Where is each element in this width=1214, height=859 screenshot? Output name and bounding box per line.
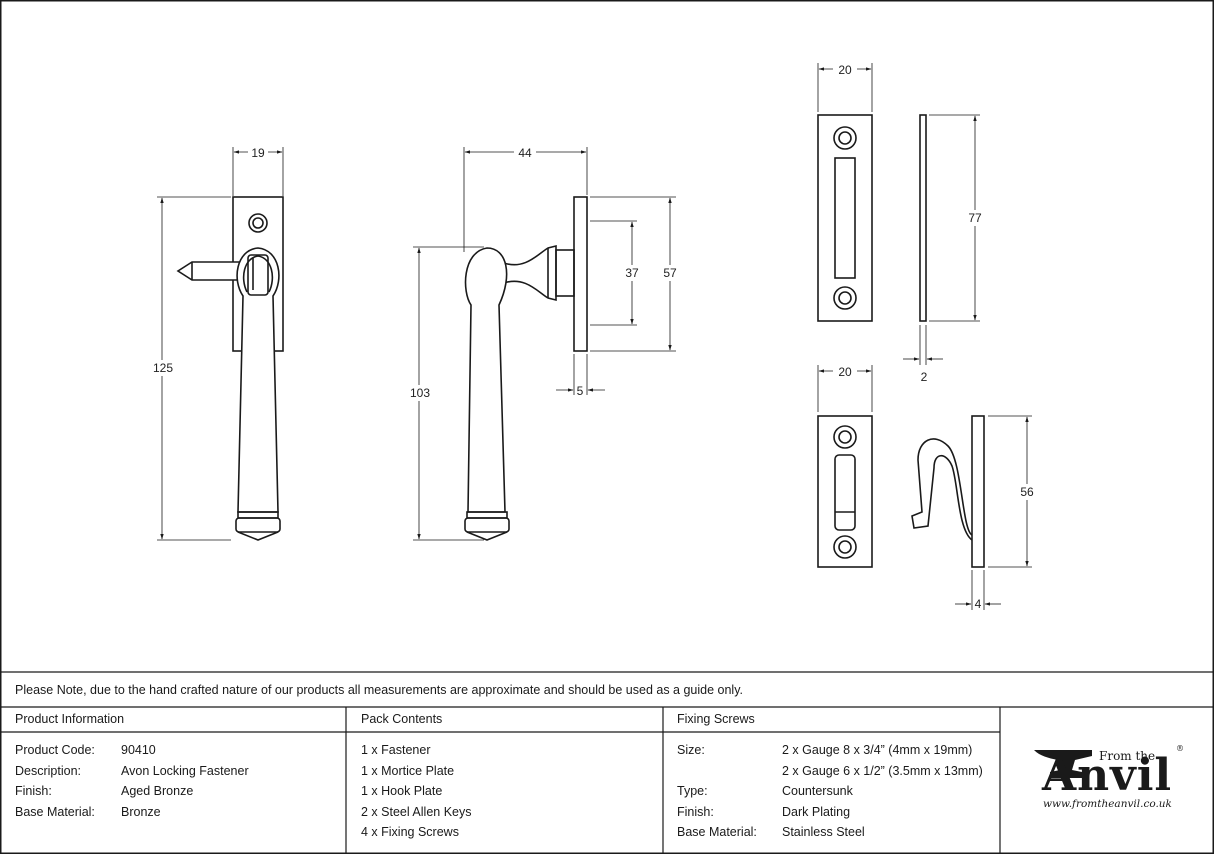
dim-hook-thickness: 4 [975,597,982,611]
screw-finish-label: Finish: [677,805,714,819]
screw-type-value: Countersunk [782,784,853,798]
pack-contents-heading: Pack Contents [361,712,443,726]
hook-side-view [911,415,985,568]
screw-material-value: Stainless Steel [782,825,865,839]
finish-label: Finish: [15,784,52,798]
product-info-heading: Product Information [15,712,125,726]
screw-size-value: 2 x Gauge 8 x 3/4” (4mm x 19mm) [782,743,973,757]
screw-material-label: Base Material: [677,825,757,839]
fastener-side-view [464,196,588,541]
screw-type-label: Type: [677,784,708,798]
dim-backplate-inner: 37 [625,266,639,280]
pack-item: 1 x Hook Plate [361,784,443,798]
dim-mortice-width: 20 [838,63,852,77]
dim-mortice-thickness: 2 [921,370,928,384]
logo-from-text: From the [1099,749,1156,763]
finish-value: Aged Bronze [121,784,194,798]
mortice-plate-side [919,114,927,322]
dim-hook-plate-width: 20 [838,365,852,379]
base-material-value: Bronze [121,805,161,819]
product-code-label: Product Code: [15,743,95,757]
product-code-value: 90410 [121,743,156,757]
hook-plate-front [817,415,873,568]
fastener-front-view [176,196,284,541]
mortice-plate-front [817,114,873,322]
dim-side-height: 103 [410,386,430,400]
logo-registered-mark: ® [1176,744,1184,753]
anvil-logo-icon [1034,750,1092,778]
screw-finish-value: Dark Plating [782,805,851,819]
disclaimer-note: Please Note, due to the hand crafted nat… [15,683,744,697]
dim-fastener-width: 19 [251,146,265,160]
pack-item: 1 x Mortice Plate [361,764,455,778]
pack-item: 4 x Fixing Screws [361,825,459,839]
base-material-label: Base Material: [15,805,95,819]
dim-hook-height: 56 [1020,485,1034,499]
dim-backplate-thickness: 5 [577,384,584,398]
screw-size-label: Size: [677,743,705,757]
dim-side-depth: 44 [518,146,532,160]
dim-fastener-height: 125 [153,361,173,375]
dim-mortice-height: 77 [968,211,982,225]
logo-brand-text: Anvil [1042,750,1173,801]
dim-backplate-outer: 57 [663,266,677,280]
pack-item: 2 x Steel Allen Keys [361,805,472,819]
screw-size-value: 2 x Gauge 6 x 1/2” (3.5mm x 13mm) [782,764,983,778]
description-value: Avon Locking Fastener [121,764,249,778]
logo-url-text: www.fromtheanvil.co.uk [1043,798,1172,810]
pack-item: 1 x Fastener [361,743,431,757]
description-label: Description: [15,764,81,778]
fixing-screws-heading: Fixing Screws [677,712,755,726]
